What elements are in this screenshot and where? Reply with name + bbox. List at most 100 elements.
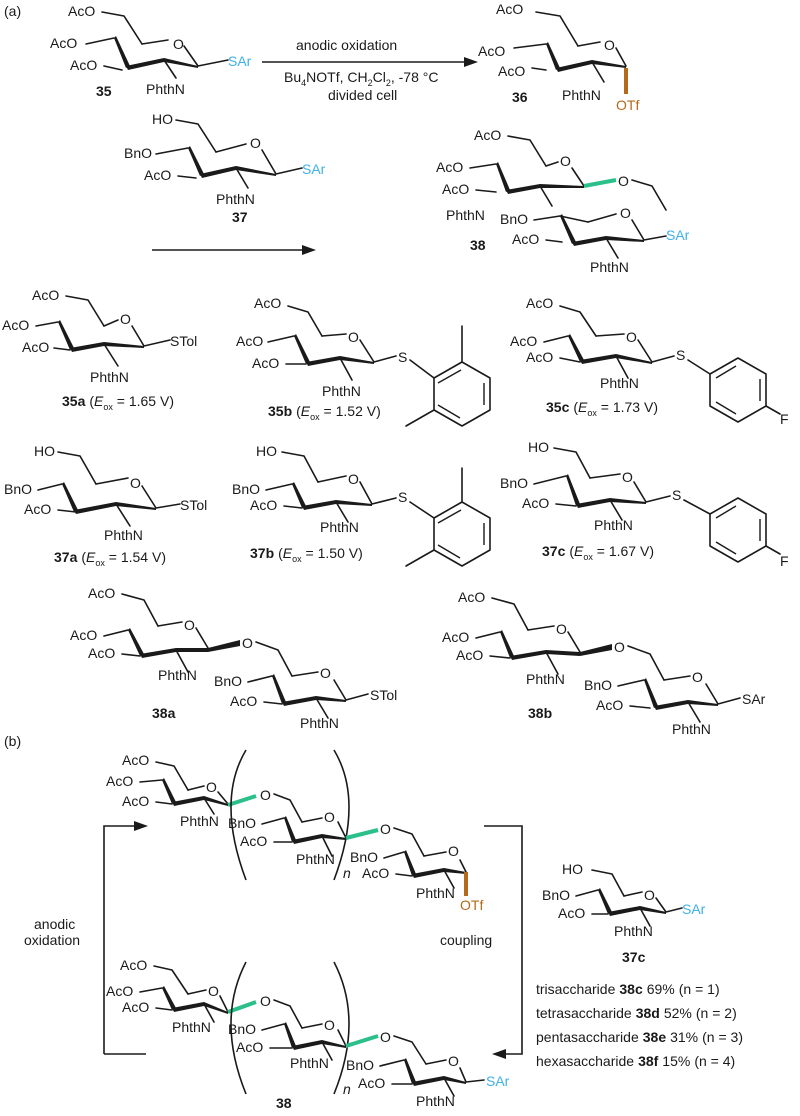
sulfur-label: S [676,347,685,363]
substituent-label: AcO [22,339,49,355]
eox-label-37b: 37b(Eox = 1.50 V) [250,545,363,564]
conditions-line2: divided cell [328,87,397,103]
substituent-label: AcO [436,159,463,175]
cycle-arrows [103,821,523,1059]
substituent-label: AcO [144,167,171,183]
ring-oxygen: O [206,779,217,795]
substituent-label: AcO [50,35,77,51]
ring-oxygen: O [348,471,359,487]
compound-number: 36 [512,89,528,105]
panel-label-a: (a) [4,3,21,19]
stol-group: STol [170,333,197,349]
substituent-label: AcO [442,181,469,197]
step-right: coupling [440,932,492,948]
substituent-label: HO [34,443,55,459]
sulfur-label: S [672,487,681,503]
glycosidic-oxygen: O [380,821,391,837]
sar-group: SAr [228,53,252,69]
substituent-label: AcO [122,999,149,1015]
substituent-label: BnO [500,475,528,491]
substituent-label: BnO [584,677,612,693]
substituent-label: BnO [228,1021,256,1037]
substituent-label: HO [256,443,277,459]
otf-group: OTf [460,897,483,913]
substituent-label: BnO [542,887,570,903]
compound-number: 35 [96,83,112,99]
ring-oxygen: O [556,621,567,637]
substituent-label: PhthN [180,813,219,829]
ring-oxygen: O [184,617,195,633]
compound-36: AcO O AcO AcO PhthN OTf 36 [478,1,639,113]
substituent-label: AcO [512,231,539,247]
substituent-label: PhthN [446,207,485,223]
reaction-arrow-1: anodic oxidation Bu4NOTf, CH2Cl2, -78 °C… [262,37,478,103]
substituent-label: PhthN [416,1093,455,1109]
eox-label-37c: 37c(Eox = 1.67 V) [542,543,654,562]
compound-number: 38a [152,705,176,721]
eox-label-35b: 35b(Eox = 1.52 V) [268,403,381,422]
substituent-label: AcO [68,3,95,19]
ring-oxygen: O [324,1017,335,1033]
repeat-subscript: n [343,865,351,881]
panel-label-b: (b) [4,733,21,749]
sar-group: SAr [666,227,690,243]
substituent-label: AcO [236,1039,263,1055]
compound-38a: AcO O AcO AcO PhthN O BnO O AcO PhthN ST… [70,585,397,731]
substituent-label: AcO [498,63,525,79]
substituent-label: BnO [232,481,260,497]
substituent-label: AcO [120,957,147,973]
step-left-line1: anodic [34,916,75,932]
compound-38: AcO O AcO AcO PhthN O BnO AcO O PhthN SA… [436,127,690,275]
substituent-label: AcO [70,57,97,73]
substituent-label: AcO [122,752,149,768]
substituent-label: AcO [458,589,485,605]
compound-37: HO O BnO AcO PhthN SAr 37 [124,111,326,225]
substituent-label: HO [152,111,173,127]
substituent-label: AcO [358,1075,385,1091]
eox-label-35a: 35a(Eox = 1.65 V) [62,393,174,412]
substituent-label: PhthN [600,375,639,391]
ring-oxygen: O [560,153,571,169]
substituent-label: AcO [478,43,505,59]
substituent-label: AcO [70,627,97,643]
compound-35b: AcO O AcO AcO PhthN S 35b(Eox = 1.52 V) [236,295,491,427]
conditions-top: anodic oxidation [296,37,397,53]
substituent-label: BnO [4,481,32,497]
substituent-label: PhthN [104,527,143,543]
ring-oxygen: O [448,1053,459,1069]
substituent-label: BnO [346,1057,374,1073]
substituent-label: AcO [88,585,115,601]
ring-oxygen: O [644,887,655,903]
substituent-label: AcO [510,333,537,349]
repeat-subscript: n [343,1081,351,1097]
compound-37c: HO O BnO AcO PhthN S F 37c(Eox = 1.67 V) [500,439,789,569]
ring-oxygen: O [620,205,631,221]
step-left-line2: oxidation [24,932,80,948]
compound-35c: AcO O AcO AcO PhthN S F 35c(Eox = 1.73 V… [510,295,789,427]
substituent-label: PhthN [158,667,197,683]
substituent-label: AcO [236,333,263,349]
substituent-label: PhthN [290,1055,329,1071]
sar-group: SAr [302,161,326,177]
glycosidic-oxygen: O [260,787,271,803]
compound-35a: AcO O AcO AcO PhthN STol 35a(Eox = 1.65 … [2,287,197,412]
fluorine-label: F [780,553,789,569]
substituent-label: PhthN [300,715,339,731]
oligosaccharide-38: AcO O AcO AcO PhthN O BnO AcO O PhthN n … [106,957,510,1111]
compound-38b: AcO O AcO AcO PhthN O BnO O AcO PhthN SA… [442,589,766,737]
stol-group: STol [180,497,207,513]
substituent-label: PhthN [296,851,335,867]
substituent-label: AcO [558,905,585,921]
substituent-label: AcO [474,127,501,143]
sulfur-label: S [398,489,407,505]
substituent-label: AcO [526,349,553,365]
fluorine-label: F [780,411,789,427]
substituent-label: AcO [240,833,267,849]
substituent-label: AcO [254,295,281,311]
glycosidic-oxygen: O [614,639,625,655]
substituent-label: AcO [250,497,277,513]
substituent-label: BnO [350,849,378,865]
substituent-label: AcO [106,983,133,999]
